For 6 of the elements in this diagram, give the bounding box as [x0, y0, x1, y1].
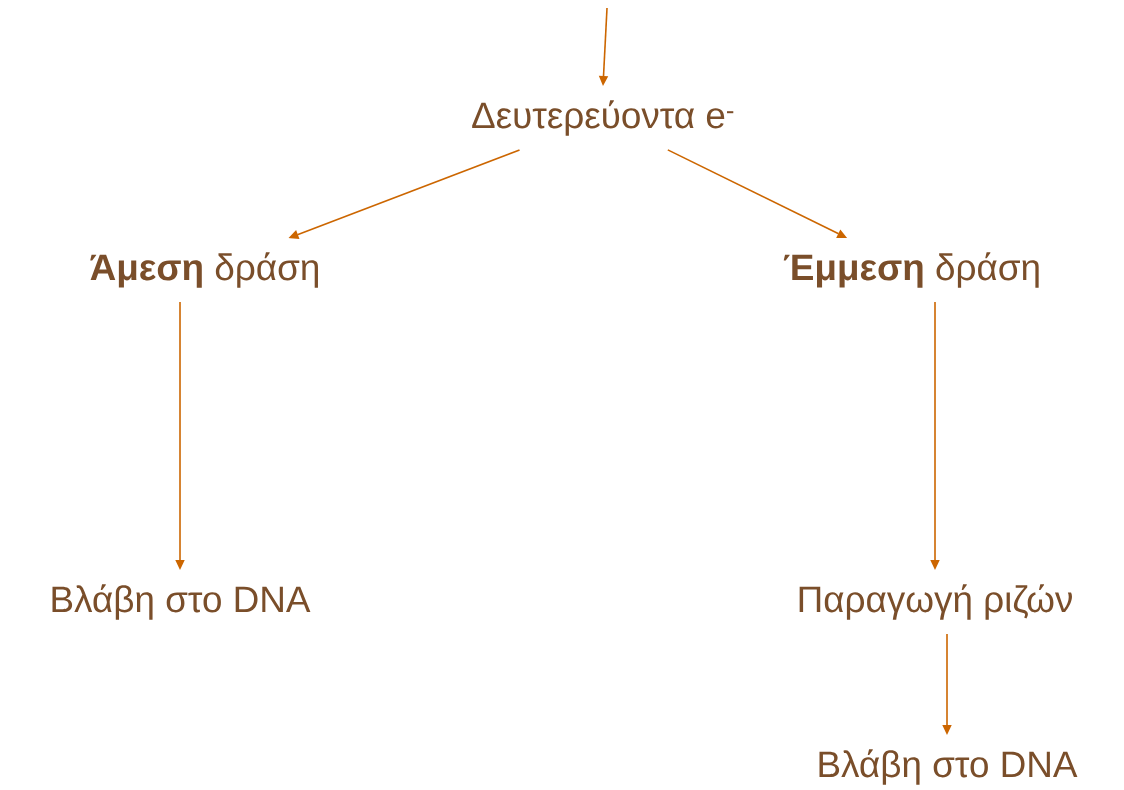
- text-label: Παραγωγή ριζών: [799, 584, 1072, 620]
- text-label: Έμμεση δράση: [783, 252, 1039, 288]
- text-label: Δευτερεύοντα e$^{-}$: [472, 100, 734, 136]
- text-label: Βλάβη στο DNA: [52, 584, 311, 620]
- text-label: Βλάβη στο DNA: [819, 749, 1078, 785]
- text-label: Άμεση δράση: [90, 252, 318, 288]
